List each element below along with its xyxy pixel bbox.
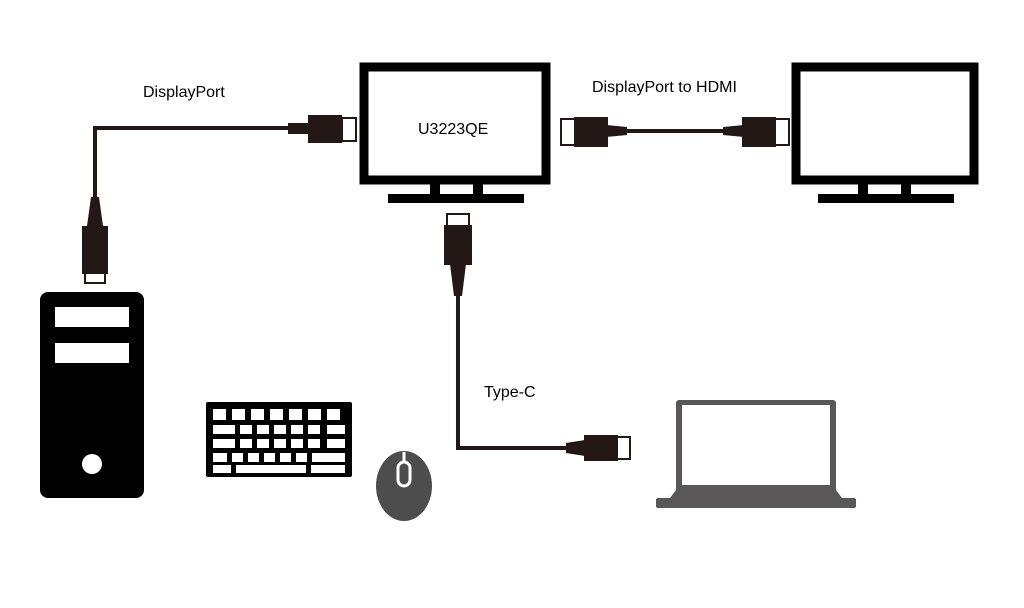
laptop-icon (656, 400, 856, 508)
displayport-cable (82, 115, 357, 284)
keyboard-key (213, 453, 227, 462)
keyboard-key (280, 453, 291, 462)
keyboard-key (327, 439, 345, 448)
keyboard-key (240, 425, 252, 434)
keyboard-key (257, 425, 269, 434)
keyboard-key (248, 453, 259, 462)
main-monitor-icon (359, 62, 551, 203)
keyboard-key (213, 465, 231, 473)
secondary-monitor-icon (791, 62, 979, 203)
monitor-model-label: U3223QE (418, 121, 488, 138)
keyboard-key (213, 439, 235, 448)
keyboard-key (308, 439, 320, 448)
keyboard-key (291, 439, 303, 448)
keyboard-key (232, 453, 243, 462)
keyboard-key (274, 439, 286, 448)
keyboard-key (236, 465, 306, 473)
keyboard-key (327, 409, 340, 420)
displayport-label: DisplayPort (143, 84, 225, 101)
keyboard-key (251, 409, 264, 420)
keyboard-key (312, 453, 345, 462)
type-c-cable (444, 213, 631, 461)
keyboard-key (213, 409, 226, 420)
keyboard-icon (206, 402, 352, 477)
keyboard-key (296, 453, 307, 462)
keyboard-key (213, 425, 235, 434)
keyboard-key (240, 439, 252, 448)
keyboard-key (270, 409, 283, 420)
keyboard-key (327, 425, 345, 434)
displayport-to-hdmi-cable (560, 117, 790, 147)
displayport-to-hdmi-label: DisplayPort to HDMI (592, 79, 737, 96)
keyboard-key (232, 409, 245, 420)
desktop-tower-icon (40, 292, 144, 498)
keyboard-key (264, 453, 275, 462)
keyboard-key (291, 425, 303, 434)
keyboard-key (289, 409, 302, 420)
type-c-label: Type-C (484, 384, 536, 401)
keyboard-key (308, 425, 320, 434)
keyboard-key (308, 409, 321, 420)
keyboard-key (257, 439, 269, 448)
keyboard-key (311, 465, 345, 473)
keyboard-key (274, 425, 286, 434)
mouse-icon (376, 451, 432, 521)
